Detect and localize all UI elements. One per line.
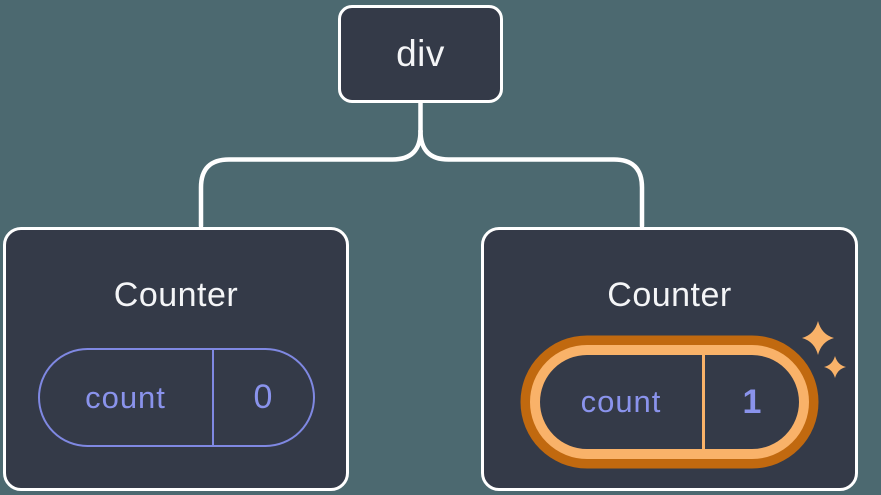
sparkle-icon-small <box>824 356 846 378</box>
state-pill-highlighted-wrap: count 1 <box>530 345 809 459</box>
root-node-div: div <box>338 5 503 103</box>
counter-title: Counter <box>113 276 239 314</box>
state-key-label: count <box>40 350 214 445</box>
state-pill-highlighted: count 1 <box>530 345 809 459</box>
state-pill: count 0 <box>37 348 315 447</box>
counter-card-1: Counter count 0 <box>3 227 349 491</box>
state-value: 1 <box>742 382 762 421</box>
root-node-label: div <box>396 33 445 74</box>
state-value: 0 <box>253 378 273 416</box>
state-key-label: count <box>540 355 705 449</box>
counter-card-2: Counter count 1 <box>481 227 858 491</box>
counter-title: Counter <box>607 276 732 314</box>
